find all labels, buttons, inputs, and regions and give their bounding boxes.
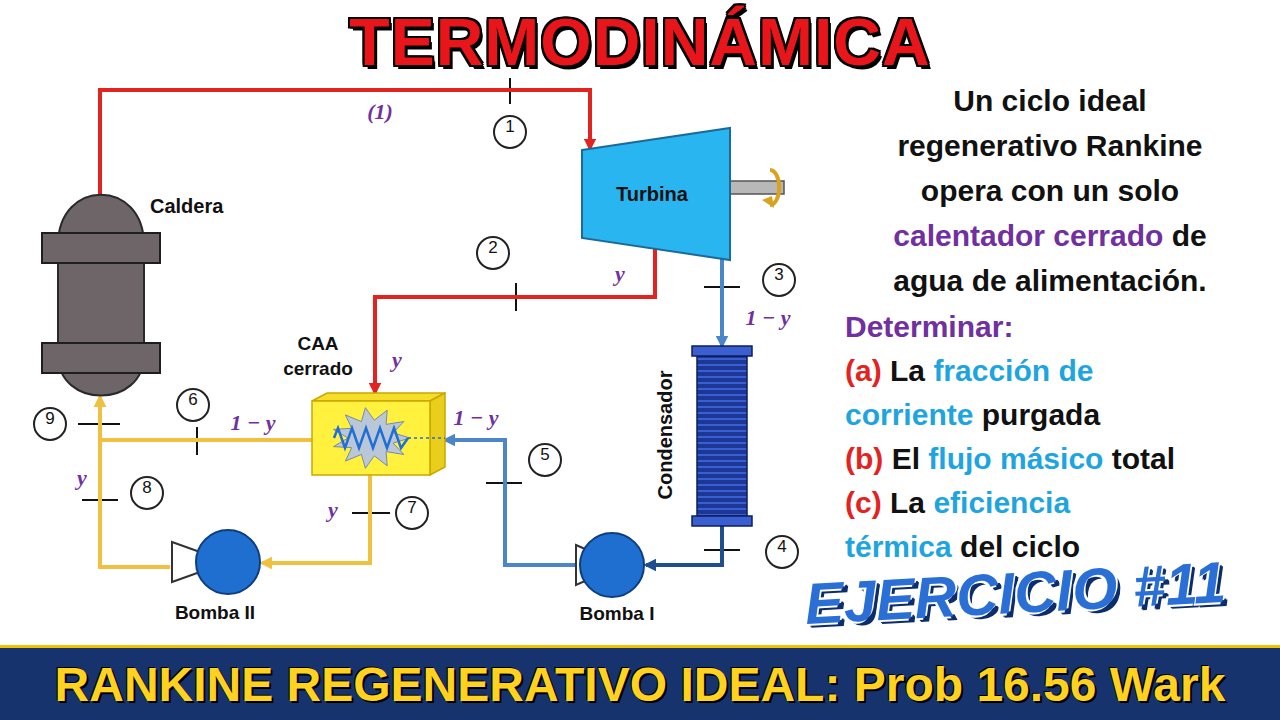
drawing-circle <box>580 533 644 597</box>
statement-text: (c) <box>845 486 882 519</box>
drawing-polygon <box>430 393 445 475</box>
condenser-shape <box>692 346 752 526</box>
caption: RANKINE REGENERATIVO IDEAL: Prob 16.56 W… <box>55 657 1226 712</box>
callout-number: 3 <box>762 263 796 297</box>
boiler: Caldera <box>42 195 160 397</box>
drawing-g <box>78 78 740 550</box>
pump-shape <box>170 528 262 596</box>
tasks: Determinar:(a) La fracción de corriente … <box>845 305 1185 569</box>
drawing-polygon <box>762 196 774 208</box>
drawing-polygon <box>582 128 730 260</box>
drawing-rect <box>42 233 160 263</box>
caption-band: RANKINE REGENERATIVO IDEAL: Prob 16.56 W… <box>0 645 1280 720</box>
closed-feedwater-heater-shape <box>312 393 445 475</box>
pipe-connector <box>720 259 724 346</box>
task-item: (a) La fracción de corriente purgada <box>845 349 1185 437</box>
drawing-rect <box>728 181 784 194</box>
pump: Bomba II <box>170 528 262 596</box>
drawing-line <box>408 437 445 439</box>
flow-label: 1 − y <box>451 406 500 430</box>
callout-number: 5 <box>528 443 562 477</box>
task-item: (b) El flujo másico total <box>845 437 1185 481</box>
pump-shape <box>576 531 646 599</box>
drawing-circle <box>196 530 260 594</box>
tasks-heading: Determinar: <box>845 305 1185 349</box>
statement-text: (b) <box>845 442 883 475</box>
statement-text: total <box>1112 442 1175 475</box>
node-label: Turbina <box>616 183 688 206</box>
pipe-connector <box>445 440 576 565</box>
pipe-connector <box>375 249 655 393</box>
node-label: Caldera <box>150 195 223 218</box>
callout-number: 2 <box>476 236 510 270</box>
drawing-path <box>334 428 408 448</box>
drawing-rect <box>692 346 752 356</box>
condenser: Condensador <box>692 346 752 526</box>
statement-text: La <box>890 354 925 387</box>
callout-number: 6 <box>176 388 210 422</box>
page-title: TERMODINÁMICA <box>0 2 1280 82</box>
node-label: Bomba II <box>175 602 255 624</box>
statement-text: calentador cerrado <box>893 219 1163 252</box>
pipe-connector <box>646 526 722 565</box>
flow-label: y <box>390 348 404 372</box>
callout-number: 9 <box>33 407 67 441</box>
node-label: Condensador <box>654 371 677 500</box>
callout-number: 8 <box>130 476 164 510</box>
flow-label: (1) <box>365 100 395 124</box>
statement-text: Un ciclo ideal regenerativo Rankine oper… <box>897 84 1202 207</box>
pump: Bomba I <box>576 531 646 599</box>
statement-text: El <box>892 442 920 475</box>
callout-number: 1 <box>493 115 527 149</box>
drawing-rect <box>312 401 430 475</box>
pipe-connector <box>262 475 370 563</box>
flow-label: 1 − y <box>228 411 277 435</box>
drawing-polygon <box>312 393 445 401</box>
drawing-rect <box>697 356 747 516</box>
callout-number: 7 <box>395 496 429 530</box>
boiler-shape <box>42 195 160 397</box>
callout-number: 4 <box>765 535 799 569</box>
turbine: Turbina <box>582 128 730 260</box>
drawing-rect <box>42 343 160 373</box>
statement-text: flujo másico <box>928 442 1103 475</box>
flow-label: y <box>75 466 89 490</box>
pipe-connector <box>100 397 170 567</box>
problem-statement: Un ciclo ideal regenerativo Rankine oper… <box>860 78 1240 303</box>
pipe-connector <box>100 90 590 195</box>
statement-text: La <box>890 486 925 519</box>
drawing-polygon <box>334 408 411 469</box>
flow-label: y <box>613 262 627 286</box>
node-label: CAA cerrado <box>278 331 358 381</box>
flow-label: y <box>326 498 340 522</box>
drawing-rect <box>692 516 752 526</box>
flow-label: 1 − y <box>743 306 792 330</box>
closed-feedwater-heater: CAA cerrado <box>312 393 445 475</box>
node-label: Bomba I <box>580 603 655 625</box>
statement-text: purgada <box>982 398 1100 431</box>
statement-text: (a) <box>845 354 882 387</box>
